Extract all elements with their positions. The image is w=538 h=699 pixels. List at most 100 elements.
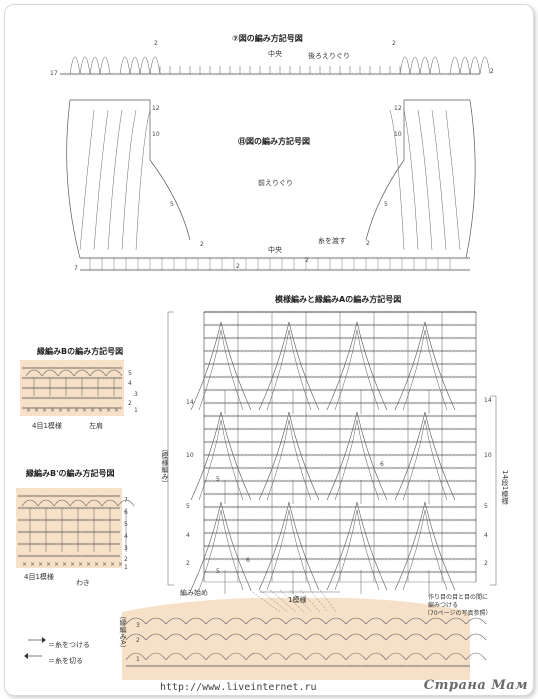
diamond-motif — [402, 419, 448, 501]
foundation-chain — [345, 256, 349, 260]
row-chain — [245, 427, 249, 431]
row-chain — [57, 376, 61, 380]
row-chain — [248, 479, 253, 483]
row-chain — [427, 544, 432, 548]
foundation-chain — [287, 256, 292, 260]
row-chain — [242, 492, 246, 496]
foundation-chain — [154, 664, 158, 668]
foundation-chain — [249, 268, 253, 272]
foundation-chain — [383, 268, 387, 272]
row-chain — [322, 557, 326, 561]
foundation-chain — [243, 664, 248, 668]
row-chain — [274, 466, 278, 470]
row-chain — [357, 557, 361, 561]
row-chain — [463, 427, 467, 431]
row-label: 3 — [124, 545, 128, 552]
diamond-motif — [190, 501, 252, 591]
foundation-chain — [447, 72, 452, 76]
row-chain — [239, 375, 243, 379]
row-chain — [418, 388, 422, 392]
row-label: 2 — [186, 560, 190, 567]
row-chain — [118, 396, 123, 400]
foundation-chain — [383, 256, 387, 260]
row-chain — [53, 530, 57, 534]
row-chain — [213, 531, 217, 535]
row-chain — [290, 414, 294, 418]
foundation-chain — [301, 664, 305, 668]
foundation-chain — [169, 256, 173, 260]
row-chain — [60, 376, 64, 380]
row-chain — [287, 544, 291, 548]
row-chain — [248, 531, 253, 535]
row-chain — [296, 401, 301, 405]
row-chain — [213, 453, 217, 457]
foundation-chain — [409, 72, 413, 76]
foundation-chain — [409, 256, 413, 260]
row-chain — [60, 406, 64, 410]
foundation-chain — [319, 256, 323, 260]
row-chain — [421, 531, 425, 535]
row-chain — [84, 542, 89, 546]
row-chain — [325, 401, 329, 405]
row-chain — [40, 554, 44, 558]
foundation-chain — [134, 256, 138, 260]
foundation-chain — [168, 72, 173, 76]
foundation-chain — [111, 72, 115, 76]
row-chain — [351, 544, 355, 548]
row-chain — [21, 554, 25, 558]
row-chain — [431, 336, 435, 340]
row-chain — [389, 323, 393, 327]
row-chain — [408, 557, 413, 561]
row-chain — [335, 505, 339, 509]
row-chain — [239, 518, 243, 522]
row-chain — [392, 414, 397, 418]
row-chain — [73, 406, 77, 410]
row-chain — [229, 492, 233, 496]
fan-stitch — [429, 56, 441, 75]
row-chain — [216, 440, 221, 444]
row-chain — [315, 505, 320, 509]
row-chain — [421, 414, 425, 418]
row-chain — [322, 518, 326, 522]
row-chain — [264, 492, 269, 496]
row-chain — [226, 323, 230, 327]
row-chain — [466, 414, 470, 418]
foundation-chain — [159, 256, 164, 260]
row-chain — [424, 375, 429, 379]
row-chain — [226, 414, 230, 418]
foundation-chain — [108, 268, 112, 272]
row-chain — [312, 362, 317, 366]
row-chain — [469, 453, 473, 457]
foundation-chain — [409, 664, 413, 668]
row-chain — [255, 466, 259, 470]
row-chain — [49, 518, 54, 522]
row-chain — [274, 401, 278, 405]
row-chain — [411, 440, 416, 444]
row-chain — [418, 440, 422, 444]
foundation-chain — [422, 72, 426, 76]
row-chain — [437, 362, 441, 366]
row-chain — [418, 570, 422, 574]
row-chain — [312, 492, 317, 496]
row-chain — [469, 414, 473, 418]
row-chain — [21, 494, 25, 498]
row-chain — [40, 542, 44, 546]
row-chain — [386, 401, 390, 405]
row-chain — [277, 362, 281, 366]
diagram-ro-yarn: 糸を渡す — [318, 237, 346, 245]
row-chain — [354, 401, 358, 405]
foundation-chain — [132, 664, 136, 668]
row-chain — [440, 336, 445, 340]
row-chain — [472, 570, 477, 574]
foundation-chain — [402, 256, 407, 260]
row-chain — [456, 414, 461, 418]
row-chain — [469, 479, 473, 483]
row-chain — [46, 530, 50, 534]
foundation-chain — [147, 268, 151, 272]
foundation-chain — [121, 268, 125, 272]
row-chain — [472, 440, 477, 444]
foundation-chain — [166, 256, 170, 260]
row-chain — [110, 494, 114, 498]
foundation-chain — [185, 268, 189, 272]
row-chain — [453, 518, 457, 522]
